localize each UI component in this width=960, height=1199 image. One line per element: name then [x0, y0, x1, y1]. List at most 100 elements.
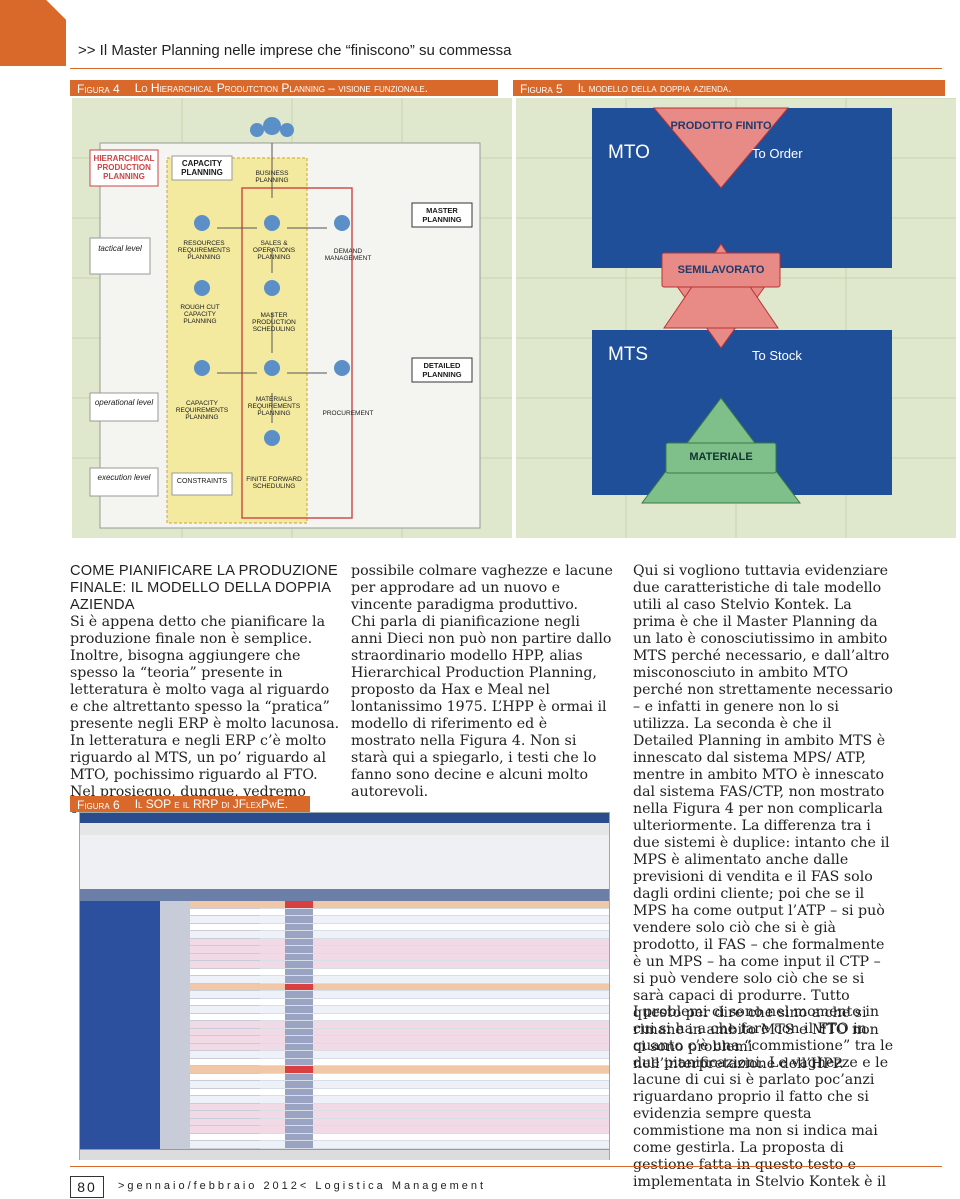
node-master-planning: MASTER PLANNING	[422, 206, 462, 224]
grid-row-highlight	[285, 983, 313, 991]
column-3-p2: I problemi ci sono nel momento in cui si…	[633, 1004, 894, 1190]
grid-row-highlight	[285, 968, 313, 976]
grid-row-highlight	[285, 1141, 313, 1148]
grid-row-highlight	[285, 901, 313, 908]
grid-row	[190, 1103, 609, 1111]
materiale-label: MATERIALE	[689, 451, 753, 463]
grid-row	[190, 1111, 609, 1118]
column-1: COME PIANIFICARE LA PRODUZIONE FINALE: I…	[70, 563, 342, 818]
figure6-tag: Figura 6	[70, 796, 127, 812]
grid-row	[190, 1088, 609, 1096]
grid-row	[190, 1126, 609, 1133]
page-number: 80	[70, 1176, 104, 1198]
window-statusbar	[80, 1149, 609, 1160]
grid-row-highlight	[285, 1058, 313, 1066]
column-3-second: I problemi ci sono nel momento in cui si…	[633, 1004, 895, 1191]
grid-row-highlight	[285, 1118, 313, 1126]
grid-row	[190, 1013, 609, 1021]
grid-row-highlight	[285, 1006, 313, 1013]
node-rough-cut: ROUGH CUT CAPACITY PLANNING	[180, 304, 220, 325]
header-rule	[70, 68, 942, 69]
grid-row	[190, 1051, 609, 1058]
corner-tab	[0, 0, 66, 66]
grid-article-col	[80, 901, 160, 1149]
node-materials-requirements: MATERIALS REQUIREMENTS PLANNING	[247, 396, 301, 417]
grid-row-highlight	[285, 1043, 313, 1051]
grid-rows	[190, 901, 609, 1149]
hpp-box-title: HIERARCHICAL PRODUCTION PLANNING	[93, 154, 155, 181]
node-sales-operations: SALES & OPERATIONS PLANNING	[252, 240, 296, 261]
grid-row-highlight	[285, 976, 313, 983]
column-3: Qui si vogliono tuttavia evidenziare due…	[633, 563, 895, 1073]
figure5-caption: Il modello della doppia azienda.	[569, 80, 945, 96]
grid-row	[190, 991, 609, 998]
grid-row-highlight	[285, 1111, 313, 1118]
section-heading: COME PIANIFICARE LA PRODUZIONE FINALE: I…	[70, 563, 338, 613]
grid-row-highlight	[285, 961, 313, 968]
column-2-p1: possibile colmare vaghezze e lacune per …	[351, 563, 613, 613]
grid-row-highlight	[285, 1021, 313, 1028]
grid-row	[190, 923, 609, 931]
figure5-diagram: MTO PRODOTTO FINITO To Order SEMILAVORAT…	[516, 98, 956, 538]
node-business-planning: BUSINESS PLANNING	[255, 170, 289, 184]
mts-label: MTS	[608, 344, 649, 365]
column-3-p1: Qui si vogliono tuttavia evidenziare due…	[633, 563, 893, 1072]
node-constraints: CONSTRAINTS	[176, 478, 228, 485]
grid-row	[190, 946, 609, 953]
node-master-production: MASTER PRODUCTION SCHEDULING	[252, 312, 296, 333]
grid-row	[190, 1028, 609, 1036]
grid-row-highlight	[285, 938, 313, 946]
grid-header	[80, 889, 609, 901]
figure6-caption: Il SOP e il RRP di JFlexPwE.	[126, 796, 310, 812]
grid-row	[190, 938, 609, 946]
grid-row-highlight	[285, 991, 313, 998]
semilavorato-label: SEMILAVORATO	[677, 264, 765, 276]
grid-row-highlight	[285, 1051, 313, 1058]
grid-row-highlight	[285, 1036, 313, 1043]
grid-row-highlight	[285, 931, 313, 938]
grid-row-highlight	[285, 1066, 313, 1073]
grid-row-highlight	[285, 998, 313, 1006]
level-operational: operational level	[94, 398, 154, 407]
to-stock-label: To Stock	[752, 348, 802, 363]
prodotto-finito-label: PRODOTTO FINITO	[670, 120, 772, 132]
grid-row-highlight	[285, 1081, 313, 1088]
level-tactical: tactical level	[98, 244, 142, 253]
grid-row	[190, 998, 609, 1006]
figure4-diagram: HIERARCHICAL PRODUCTION PLANNING tactica…	[72, 98, 512, 538]
grid-row	[190, 983, 609, 991]
grid-row	[190, 976, 609, 983]
running-header: >> Il Master Planning nelle imprese che …	[78, 42, 512, 59]
figure5-caption-bar: Figura 5 Il modello della doppia azienda…	[513, 80, 945, 96]
level-execution: execution level	[97, 473, 151, 482]
grid-row	[190, 901, 609, 908]
grid-row	[190, 1081, 609, 1088]
grid-row	[190, 1021, 609, 1028]
node-resources-requirements: RESOURCES REQUIREMENTS PLANNING	[177, 240, 231, 261]
grid-row	[190, 1141, 609, 1148]
grid-row-highlight	[285, 953, 313, 961]
column-2-p2: Chi parla di pianificazione negli anni D…	[351, 614, 612, 800]
node-demand-management: DEMAND MANAGEMENT	[324, 248, 372, 262]
to-order-label: To Order	[752, 146, 803, 161]
figure4-tag: Figura 4	[70, 80, 127, 96]
grid-row-highlight	[285, 1073, 313, 1081]
window-titlebar	[80, 813, 609, 823]
grid-row	[190, 961, 609, 968]
grid-row-highlight	[285, 946, 313, 953]
figure6-caption-bar: Figura 6 Il SOP e il RRP di JFlexPwE.	[70, 796, 310, 812]
grid-row	[190, 1066, 609, 1073]
node-detailed-planning: DETAILED PLANNING	[422, 361, 462, 379]
node-capacity-requirements: CAPACITY REQUIREMENTS PLANNING	[175, 400, 229, 421]
footer-rule	[70, 1166, 942, 1167]
grid-row	[190, 916, 609, 923]
grid-row-highlight	[285, 1103, 313, 1111]
footer-text: >gennaio/febbraio 2012< Logistica Manage…	[118, 1180, 487, 1192]
grid-row	[190, 953, 609, 961]
grid-row-highlight	[285, 1126, 313, 1133]
grid-row-highlight	[285, 1096, 313, 1103]
grid-row	[190, 1096, 609, 1103]
grid-row	[190, 1036, 609, 1043]
grid-row	[190, 931, 609, 938]
grid-row	[190, 1118, 609, 1126]
